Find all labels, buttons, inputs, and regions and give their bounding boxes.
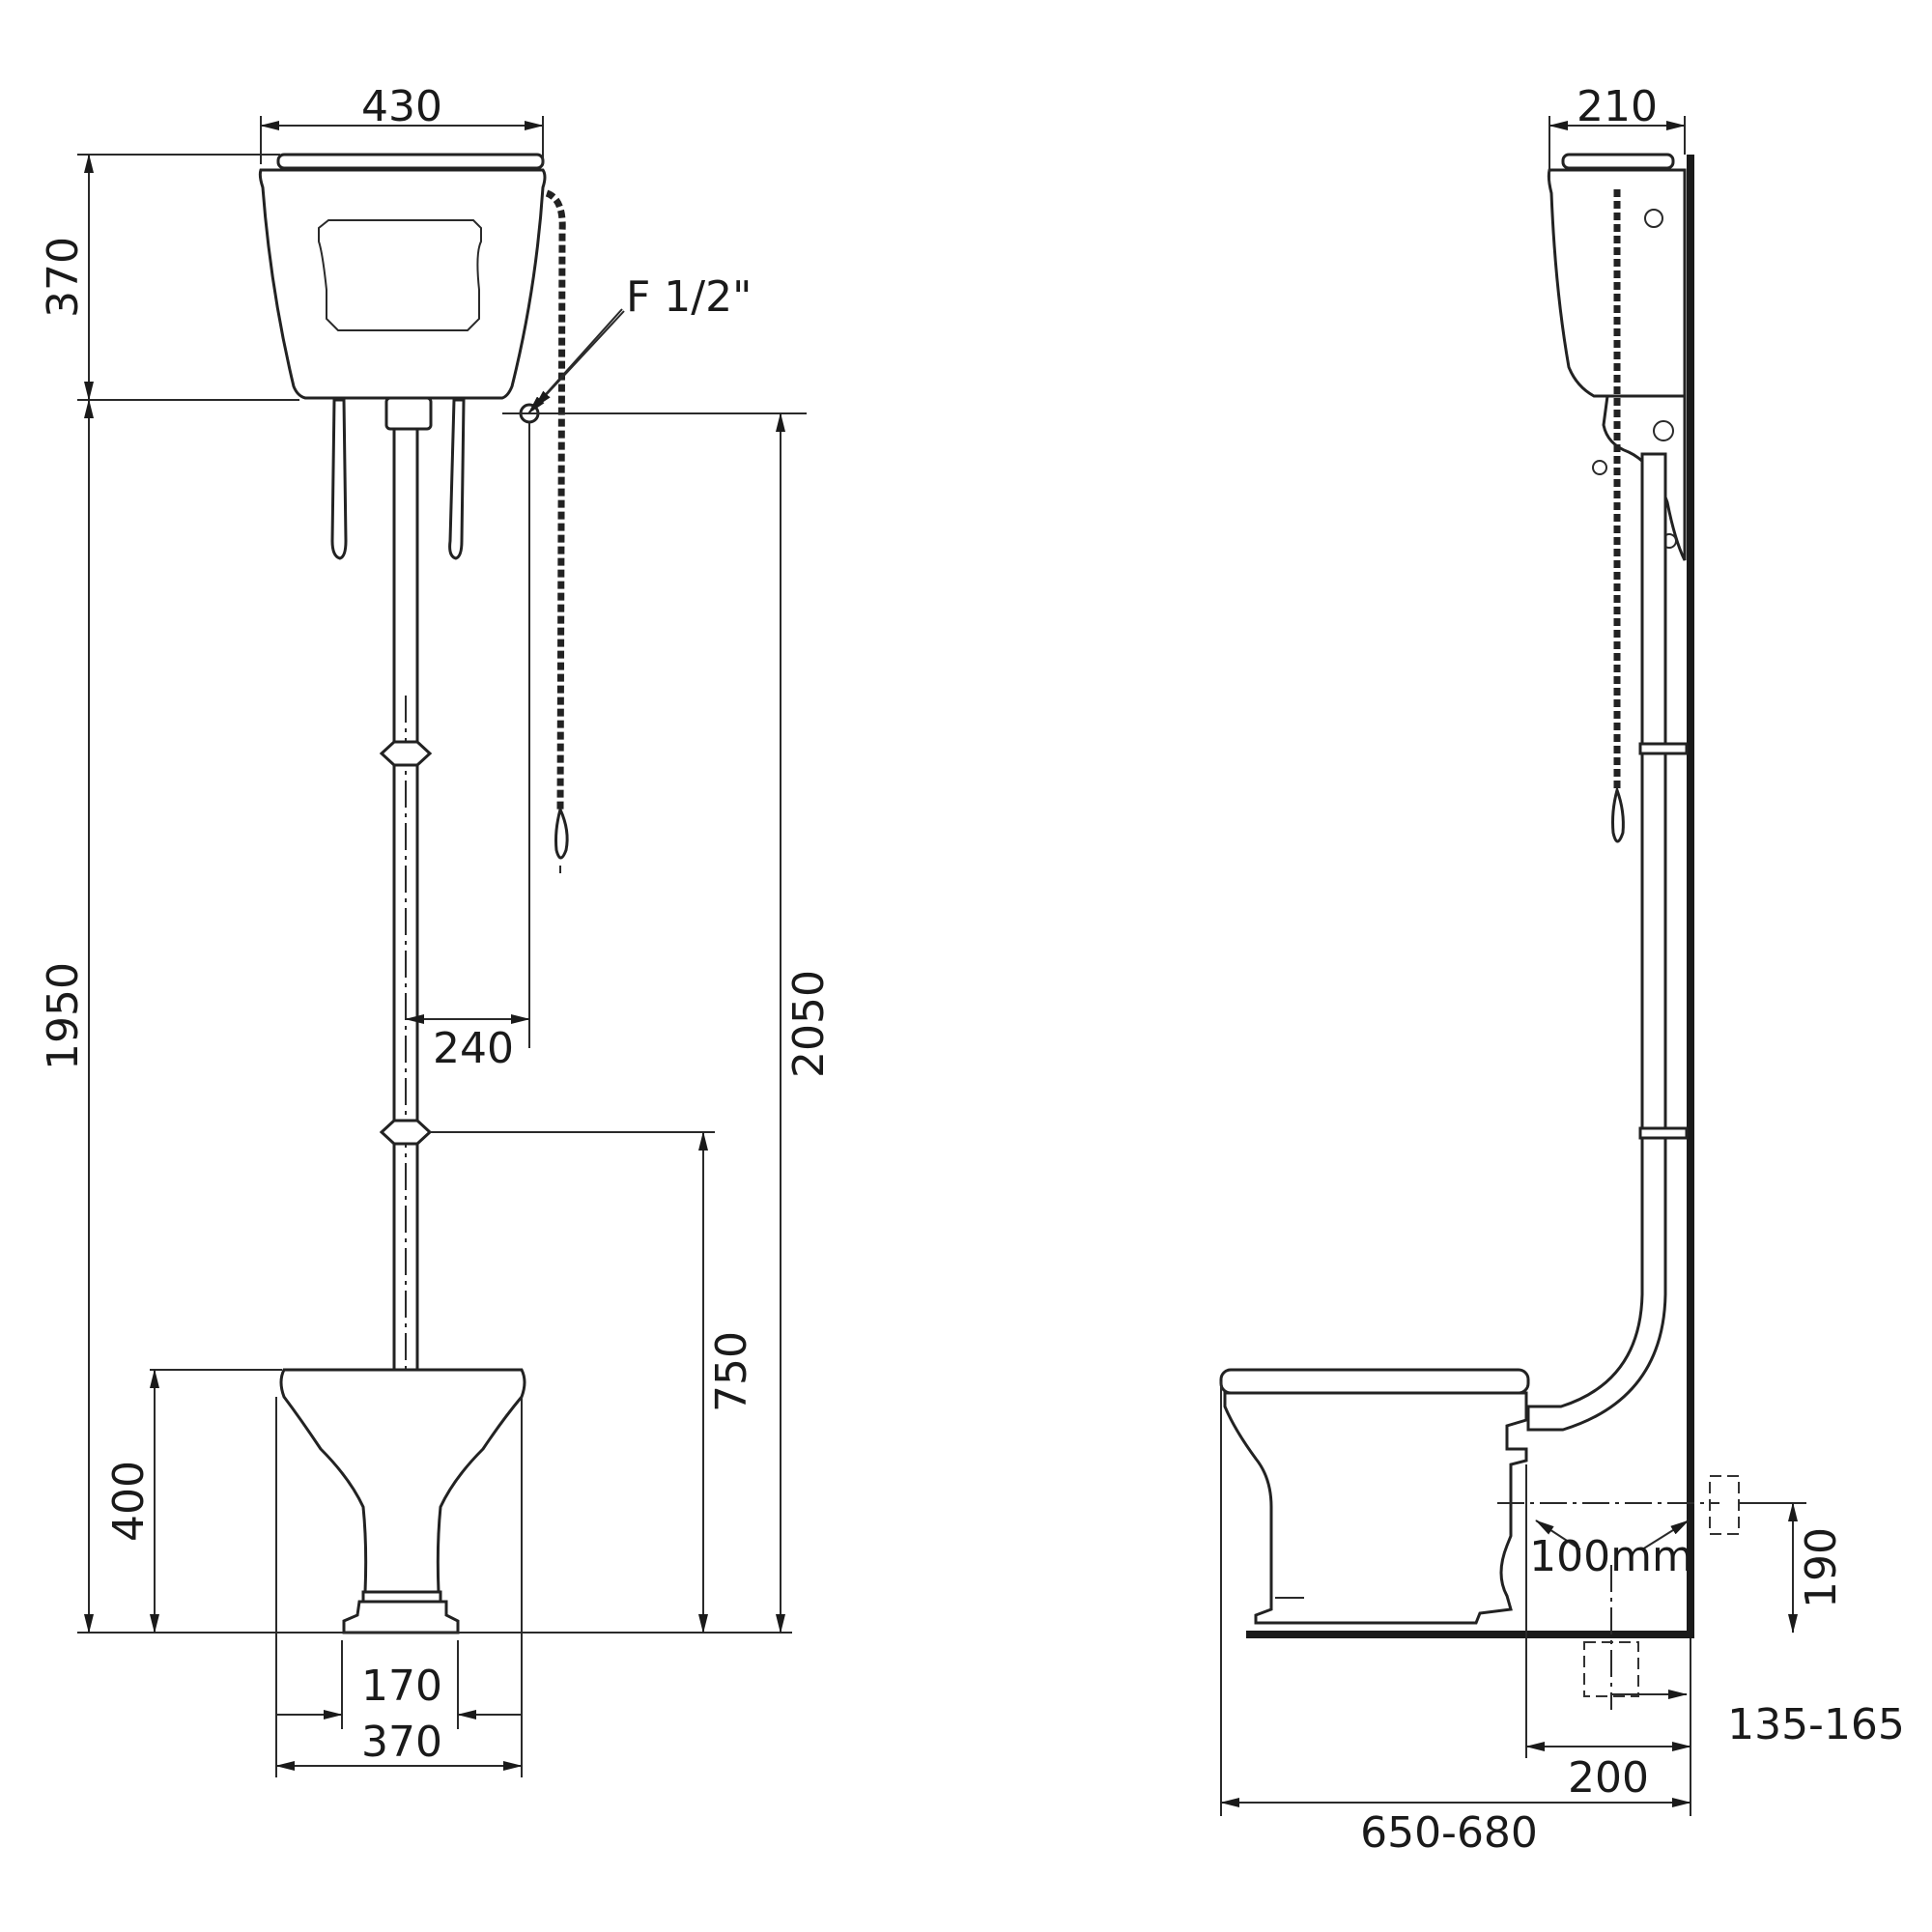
cistern-front — [258, 153, 547, 431]
wall-brackets-front — [330, 398, 466, 560]
clip-height-label: 750 — [707, 1331, 756, 1412]
floor-line — [1246, 1631, 1694, 1638]
outlet-diameter-label: 100mm — [1529, 1532, 1693, 1581]
side-view: 100mm 210 190 135-165 200 650-680 — [1219, 82, 1905, 1858]
wall-outlet-ghost — [1709, 1475, 1740, 1535]
inlet-offset-label: 240 — [433, 1024, 514, 1073]
wc-bowl-front — [279, 1368, 526, 1634]
tank-top-height-label: 1950 — [39, 962, 88, 1070]
tank-depth-label: 210 — [1577, 82, 1658, 131]
pull-chain-front — [545, 189, 569, 873]
foot-width-label: 170 — [361, 1662, 442, 1711]
bowl-width-label: 370 — [361, 1718, 442, 1767]
total-projection-label: 650-680 — [1360, 1808, 1538, 1858]
tank-height-label: 370 — [39, 237, 88, 318]
inlet-height-label: 2050 — [784, 970, 834, 1078]
inlet-label: F 1/2" — [626, 272, 752, 322]
floor-outlet-ghost — [1583, 1641, 1639, 1697]
outlet-height-label: 190 — [1797, 1527, 1846, 1608]
pull-chain-side — [1611, 189, 1625, 843]
front-view: 430 370 1950 400 2050 750 240 F 1/2" — [39, 82, 834, 1777]
wall-line — [1687, 155, 1694, 1638]
outlet-wall-distance-label: 135-165 — [1727, 1700, 1905, 1749]
bowl-height-label: 400 — [104, 1461, 154, 1542]
flush-pipe-side — [1526, 452, 1689, 1432]
floor-outlet-distance-label: 200 — [1568, 1753, 1649, 1803]
wc-bowl-side — [1219, 1368, 1530, 1625]
tank-width-label: 430 — [361, 82, 442, 131]
